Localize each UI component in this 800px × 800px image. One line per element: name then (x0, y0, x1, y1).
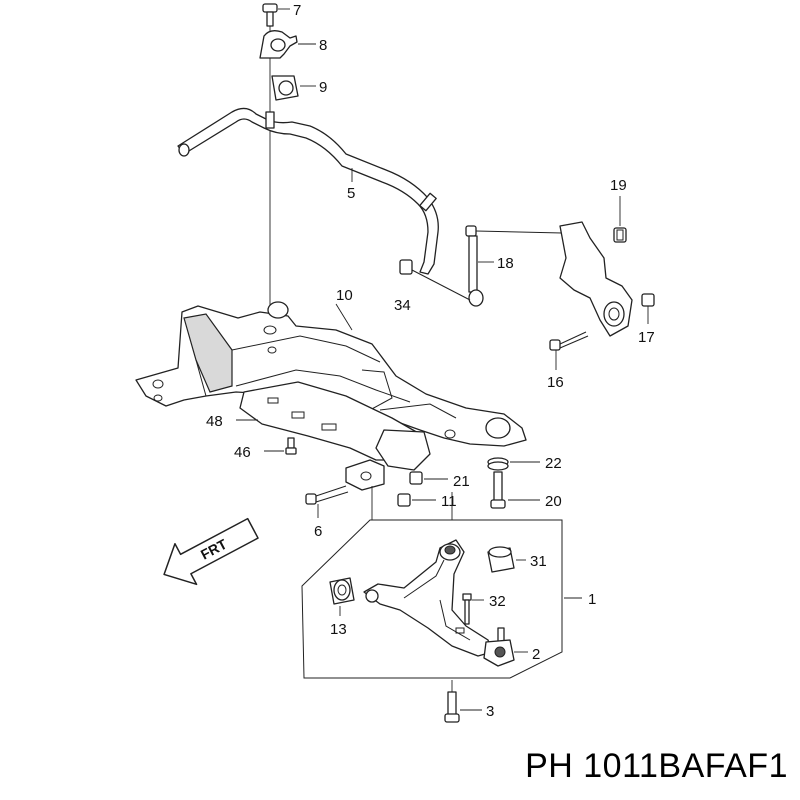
part-2-ball-joint[interactable] (483, 627, 515, 667)
part-22-washer[interactable] (487, 457, 509, 471)
part-17-nut[interactable] (641, 293, 655, 307)
part-21-nut[interactable] (409, 471, 423, 485)
label-48: 48 (206, 413, 223, 430)
catalog-code: PH 1011BAFAF1 (525, 747, 788, 785)
label-2: 2 (532, 646, 540, 663)
label-1: 1 (588, 591, 596, 608)
part-10-crossmember[interactable] (135, 301, 527, 447)
label-18: 18 (497, 255, 514, 272)
label-8: 8 (319, 37, 327, 54)
label-46: 46 (234, 444, 251, 461)
part-48-skid-plate[interactable] (239, 381, 431, 471)
lower-arm-bracket[interactable] (345, 459, 385, 491)
label-17: 17 (638, 329, 655, 346)
part-11-nut[interactable] (397, 493, 411, 507)
part-32-bolt[interactable] (462, 593, 472, 625)
part-13-bushing[interactable] (329, 577, 355, 605)
part-20-bolt[interactable] (490, 471, 506, 509)
part-34-nut[interactable] (399, 259, 471, 301)
label-21: 21 (453, 473, 470, 490)
part-5-stabilizer-bar[interactable] (177, 107, 439, 275)
label-11: 11 (441, 493, 457, 510)
label-20: 20 (545, 493, 562, 510)
label-16: 16 (547, 374, 564, 391)
label-31: 31 (530, 553, 547, 570)
part-16-bolt[interactable] (549, 331, 589, 351)
label-3: 3 (486, 703, 494, 720)
part-31-bushing[interactable] (487, 546, 515, 573)
label-32: 32 (489, 593, 506, 610)
label-34: 34 (394, 297, 411, 314)
part-18-stabilizer-link[interactable] (465, 225, 563, 307)
label-19: 19 (610, 177, 627, 194)
label-13: 13 (330, 621, 347, 638)
label-10: 10 (336, 287, 353, 304)
part-3-bolt[interactable] (444, 691, 460, 723)
front-direction-arrow: FRT (163, 517, 259, 586)
label-5: 5 (347, 185, 355, 202)
label-9: 9 (319, 79, 327, 96)
label-7: 7 (293, 2, 301, 19)
part-19-nut[interactable] (613, 227, 627, 243)
part-46-bolt[interactable] (285, 437, 297, 455)
lower-control-arm[interactable] (363, 539, 493, 657)
part-7-bolt[interactable] (262, 3, 278, 27)
part-1-lower-arm-box (301, 519, 563, 679)
part-6-bolt[interactable] (305, 485, 349, 505)
part-8-clamp[interactable] (259, 30, 298, 59)
part-9-bushing[interactable] (271, 75, 299, 101)
label-22: 22 (545, 455, 562, 472)
steering-knuckle[interactable] (559, 221, 633, 337)
label-6: 6 (314, 523, 322, 540)
